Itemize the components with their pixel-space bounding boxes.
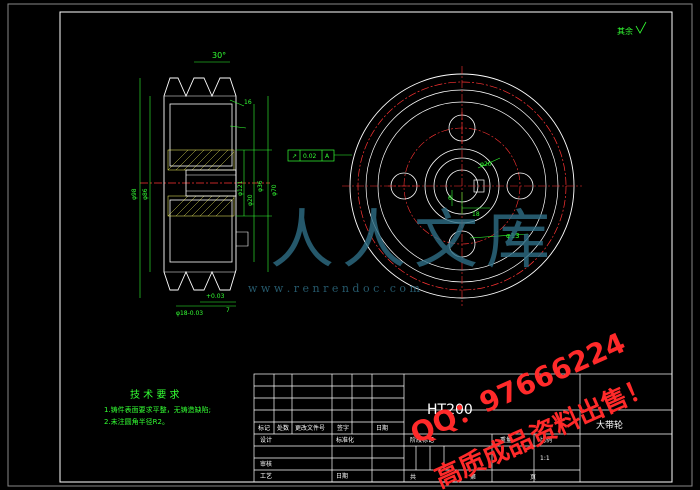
svg-text:比例: 比例 (540, 436, 552, 444)
svg-text:工艺: 工艺 (260, 472, 272, 480)
svg-text:更改文件号: 更改文件号 (295, 424, 325, 432)
section-view: 30° φ98 φ86 φ121 φ36 φ70 φ20 φ18-0.03 7 … (131, 51, 278, 317)
svg-text:↗: ↗ (292, 153, 297, 160)
dim-d5: φ70 (271, 184, 278, 196)
svg-text:审核: 审核 (260, 460, 272, 468)
svg-text:签字: 签字 (337, 424, 349, 432)
svg-text:标记: 标记 (258, 424, 270, 432)
svg-text:第: 第 (470, 473, 476, 481)
dim-keyway: 6 (448, 195, 452, 202)
svg-text:1:1: 1:1 (540, 455, 550, 462)
svg-text:A: A (325, 153, 330, 160)
geometric-tolerance-frame: ↗ 0.02 A (287, 149, 352, 162)
front-view: φ20 φ13 6 18 ↗ 0.02 A (287, 66, 582, 306)
svg-text:w w w . r e n r e n d o c . c: w w w . r e n r e n d o c . c o m (248, 282, 420, 295)
svg-text:阶段标记: 阶段标记 (410, 436, 434, 444)
dim-d6: φ20 (247, 194, 254, 206)
dim-width: 7 (226, 307, 230, 314)
svg-text:人人文库: 人人文库 (270, 204, 558, 278)
svg-text:共: 共 (410, 473, 416, 481)
roughness-mark: 其余 (617, 21, 647, 36)
svg-text:日期: 日期 (336, 472, 348, 480)
title-block (253, 373, 673, 483)
angle-label: 30° (212, 51, 226, 60)
svg-text:处数: 处数 (277, 424, 289, 432)
technical-requirements: 技 术 要 求 1.铸件表面要求平整，无铸造缺陷; 2.未注圆角半径R2。 (104, 388, 211, 426)
svg-text:设计: 设计 (260, 436, 272, 444)
svg-text:标准化: 标准化 (336, 436, 354, 444)
dim-d4: φ36 (257, 180, 264, 192)
svg-text:页: 页 (530, 474, 536, 481)
dim-d3: φ121 (237, 180, 244, 196)
svg-text:0.02: 0.02 (303, 153, 317, 160)
watermark: 人人文库 w w w . r e n r e n d o c . c o m (248, 204, 558, 295)
dim-hole: φ13 (506, 232, 520, 240)
svg-text:2.未注圆角半径R2。: 2.未注圆角半径R2。 (104, 417, 169, 426)
dim-span: 18 (472, 211, 480, 218)
dim-front-bore: φ20 (480, 161, 492, 168)
svg-text:其余: 其余 (617, 26, 633, 36)
part-name: 大带轮 (596, 419, 623, 431)
material: HT200 (427, 402, 473, 418)
dim-d2: φ86 (142, 188, 149, 200)
dim-hub-tol: +0.03 (206, 293, 225, 300)
outer-frame (7, 3, 693, 487)
svg-text:重量: 重量 (500, 436, 512, 444)
svg-text:技 术 要 求: 技 术 要 求 (130, 388, 180, 401)
dim-bore: φ18-0.03 (176, 310, 203, 317)
dim-d1: φ98 (131, 188, 138, 200)
promo-overlay: QQ：97666224 高质成品资料出售！ (405, 326, 656, 490)
svg-text:日期: 日期 (376, 424, 388, 432)
dim-groove: 16 (244, 99, 252, 106)
svg-text:1.铸件表面要求平整，无铸造缺陷;: 1.铸件表面要求平整，无铸造缺陷; (104, 405, 211, 414)
